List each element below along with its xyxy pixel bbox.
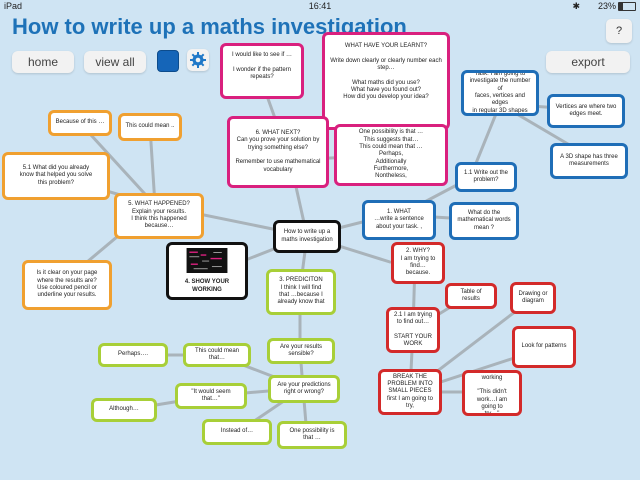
working-thumbnail	[178, 248, 236, 273]
node-annotate[interactable]: Annotate your working "This didn't work……	[462, 370, 522, 416]
node-task[interactable]: Task: I am going to investigate the numb…	[461, 70, 539, 116]
node-break[interactable]: BREAK THE PROBLEM INTO SMALL PIECES firs…	[378, 369, 442, 415]
node-what[interactable]: 1. WHAT …write a sentence about your tas…	[362, 200, 436, 240]
node-drawing[interactable]: Drawing or diagram	[510, 282, 556, 314]
node-vertices[interactable]: Vertices are where two edges meet.	[547, 94, 625, 128]
node-one-possibility[interactable]: One possibility is that …	[277, 421, 347, 449]
node-what-happened[interactable]: 5. WHAT HAPPENED? Explain your results. …	[114, 193, 204, 239]
node-math-words[interactable]: What do the mathematical words mean ?	[449, 202, 519, 240]
node-could-mean-that[interactable]: This could mean that…	[183, 343, 251, 367]
node-right-wrong[interactable]: Are your predictions right or wrong?	[268, 375, 340, 403]
node-trying[interactable]: 2.1 I am trying to find out… START YOUR …	[386, 307, 440, 353]
node-table-results[interactable]: Table of results	[445, 283, 497, 309]
node-clear[interactable]: Is it clear on your page where the resul…	[22, 260, 112, 310]
node-patterns[interactable]: Look for patterns	[512, 326, 576, 368]
node-prediction[interactable]: 3. PREDICITON I think I will find that ……	[266, 269, 336, 315]
node-show-working[interactable]: 4. SHOW YOUR WORKING	[166, 242, 248, 300]
node-what-next[interactable]: 6. WHAT NEXT? Can you prove your solutio…	[227, 116, 329, 188]
node-already-know[interactable]: 5.1 What did you already know that helpe…	[2, 152, 110, 200]
node-learnt[interactable]: WHAT HAVE YOUR LEARNT? Write down clearl…	[322, 32, 450, 130]
node-write-out[interactable]: 1.1 Write out the problem?	[455, 162, 517, 192]
node-wish[interactable]: I would like to see if … I wonder if the…	[220, 43, 304, 99]
node-could-mean[interactable]: This could mean ..	[118, 113, 182, 141]
show-working-label: 4. SHOW YOUR WORKING	[172, 279, 242, 294]
node-because[interactable]: Because of this …	[48, 110, 112, 136]
node-instead[interactable]: Instead of…	[202, 419, 272, 445]
node-possibility[interactable]: One possibility is that … This suggests …	[334, 124, 448, 186]
node-seem[interactable]: "It would seem that…"	[175, 383, 247, 409]
node-although[interactable]: Although…	[91, 398, 157, 422]
node-why[interactable]: 2. WHY? I am trying to find…because.	[391, 242, 445, 284]
node-center[interactable]: How to write up a maths investigation	[273, 220, 341, 253]
node-sensible[interactable]: Are your results sensible?	[267, 338, 335, 364]
node-3d-shape[interactable]: A 3D shape has three measurements	[550, 143, 628, 179]
node-perhaps[interactable]: Perhaps….	[98, 343, 168, 367]
